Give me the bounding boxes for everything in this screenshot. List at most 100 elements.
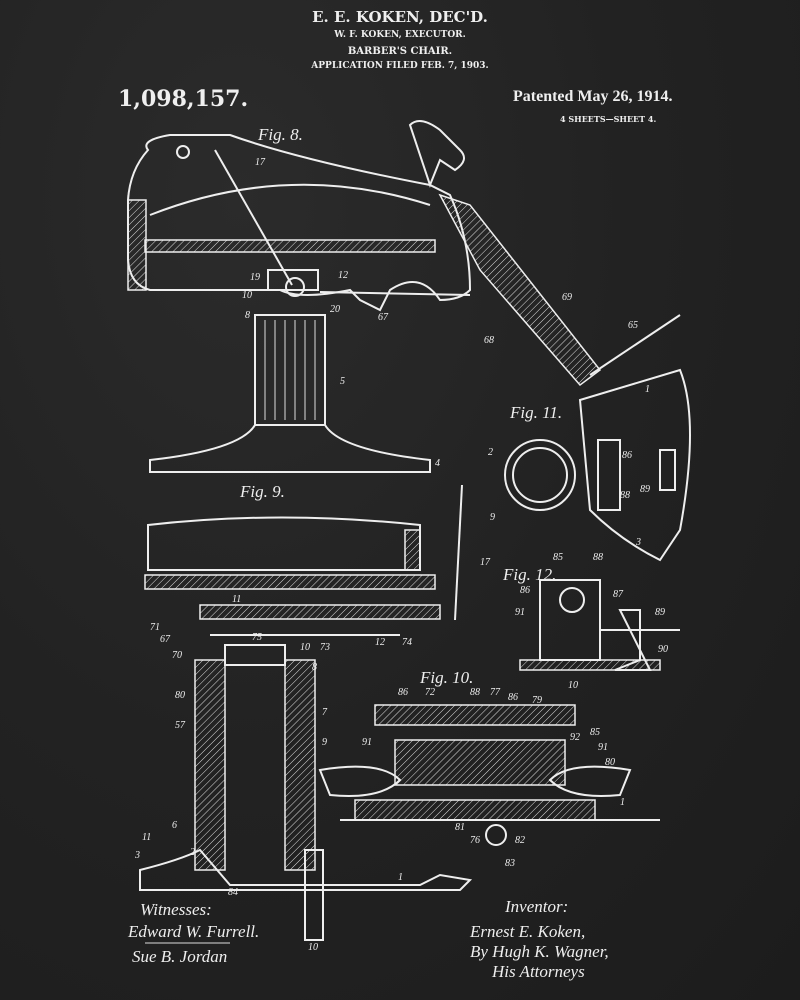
inventor-label: Inventor: xyxy=(504,897,568,916)
fig9-stem xyxy=(304,849,324,941)
ref-number: 89 xyxy=(655,607,665,618)
fig8-seat-frame xyxy=(144,239,436,253)
filing-date: APPLICATION FILED FEB. 7, 1903. xyxy=(311,61,489,71)
fig11-disc xyxy=(504,439,576,511)
ref-number: 88 xyxy=(470,687,480,698)
fig9-seat-cushion xyxy=(147,516,421,571)
fig8-seat-side xyxy=(127,199,147,291)
ref-number: 10 xyxy=(308,942,318,953)
ref-number: 8 xyxy=(312,662,317,673)
fig9-lever xyxy=(454,484,463,621)
ref-number: 85 xyxy=(590,727,600,738)
fig8-pivot xyxy=(285,277,305,297)
ref-number: 1 xyxy=(620,797,625,808)
ref-number: 12 xyxy=(375,637,385,648)
fig11-label: Fig. 11. xyxy=(509,403,562,422)
ref-number: 86 xyxy=(508,692,518,703)
fig8-column xyxy=(254,314,326,426)
patent-date: Patented May 26, 1914. xyxy=(513,88,673,105)
ref-number: 92 xyxy=(570,732,580,743)
ref-number: 81 xyxy=(455,822,465,833)
ref-number: 65 xyxy=(628,320,638,331)
ref-number: 76 xyxy=(470,835,480,846)
fig11-housing xyxy=(578,368,691,562)
ref-number: 72 xyxy=(425,687,435,698)
ref-number: 12 xyxy=(338,270,348,281)
ref-number: 88 xyxy=(593,552,603,563)
fig12-label: Fig. 12. xyxy=(502,565,556,584)
fig9-base xyxy=(139,848,473,891)
ref-number: 87 xyxy=(613,589,624,600)
ref-number: 71 xyxy=(150,622,160,633)
ref-number: 57 xyxy=(175,720,186,731)
fig8-base xyxy=(149,424,431,473)
ref-number: 1 xyxy=(645,384,650,395)
fig12-bracket xyxy=(539,579,601,661)
ref-number: 10 xyxy=(300,642,310,653)
fig8-lever xyxy=(214,149,293,286)
ref-number: 73 xyxy=(320,642,330,653)
fig9-column-right xyxy=(284,659,316,871)
attorney-role: His Attorneys xyxy=(491,962,585,981)
ref-number: 3 xyxy=(134,850,140,861)
ref-number: 5 xyxy=(340,376,345,387)
ref-number: 83 xyxy=(505,858,515,869)
ref-number: 86 xyxy=(520,585,530,596)
ref-number: 91 xyxy=(598,742,608,753)
ref-number: 80 xyxy=(175,690,185,701)
ref-number: 77 xyxy=(490,687,501,698)
fig8-seat-outline xyxy=(127,134,472,312)
ref-number: 67 xyxy=(160,634,171,645)
fig12-base xyxy=(519,659,661,671)
ref-number: 2 xyxy=(190,847,195,858)
witness-2-signature: Sue B. Jordan xyxy=(132,947,227,966)
ref-number: 68 xyxy=(484,335,494,346)
ref-number: 80 xyxy=(605,757,615,768)
fig10-body xyxy=(394,739,566,786)
signatures: Witnesses: Edward W. Furrell. Sue B. Jor… xyxy=(127,897,609,981)
figure-11: Fig. 11. 1 2 9 3 86 89 88 xyxy=(488,368,691,562)
sheet-count: 4 SHEETS—SHEET 4. xyxy=(560,114,657,124)
ref-number: 7 xyxy=(322,707,328,718)
fig8-footrest-arm xyxy=(438,193,602,387)
ref-number: 6 xyxy=(172,820,177,831)
fig8-label: Fig. 8. xyxy=(257,125,303,144)
patent-title: BARBER'S CHAIR. xyxy=(347,46,453,57)
ref-number: 11 xyxy=(232,594,241,605)
ref-number: 9 xyxy=(322,737,327,748)
fig10-base-plate xyxy=(354,799,596,821)
attorney-signature: By Hugh K. Wagner, xyxy=(470,942,609,961)
ref-number: 67 xyxy=(378,312,389,323)
ref-number: 19 xyxy=(250,272,260,283)
ref-number: 89 xyxy=(640,484,650,495)
witness-1-signature: Edward W. Furrell. xyxy=(127,922,259,941)
ref-number: 1 xyxy=(398,872,403,883)
ref-number: 90 xyxy=(658,644,668,655)
ref-number: 74 xyxy=(402,637,412,648)
fig10-top-plate xyxy=(374,704,576,726)
fig10-label: Fig. 10. xyxy=(419,668,473,687)
witnesses-label: Witnesses: xyxy=(140,900,212,919)
ref-number: 86 xyxy=(622,450,632,461)
ref-number: 20 xyxy=(330,304,340,315)
ref-number: 17 xyxy=(255,157,266,168)
figure-12: Fig. 12. 85 88 86 87 91 89 90 10 xyxy=(502,552,680,691)
ref-number: 91 xyxy=(362,737,372,748)
ref-number: 9 xyxy=(490,512,495,523)
ref-number: 4 xyxy=(435,458,440,469)
ref-number: 10 xyxy=(568,680,578,691)
fig10-right-foot xyxy=(548,765,632,797)
ref-number: 11 xyxy=(142,832,151,843)
figure-9: Fig. 9. 11 17 71 67 70 75 73 12 74 10 8 … xyxy=(134,482,491,953)
applicant-name: E. E. KOKEN, DEC'D. xyxy=(312,8,488,26)
figure-8: Fig. 8. 17 19 12 10 20 8 67 5 4 69 68 65 xyxy=(127,120,681,473)
ref-number: 17 xyxy=(480,557,491,568)
ref-number: 69 xyxy=(562,292,572,303)
ref-number: 10 xyxy=(242,290,252,301)
ref-number: 8 xyxy=(245,310,250,321)
fig9-column-left xyxy=(194,659,226,871)
inventor-signature: Ernest E. Koken, xyxy=(469,922,585,941)
ref-number: 91 xyxy=(515,607,525,618)
ref-number: 86 xyxy=(398,687,408,698)
